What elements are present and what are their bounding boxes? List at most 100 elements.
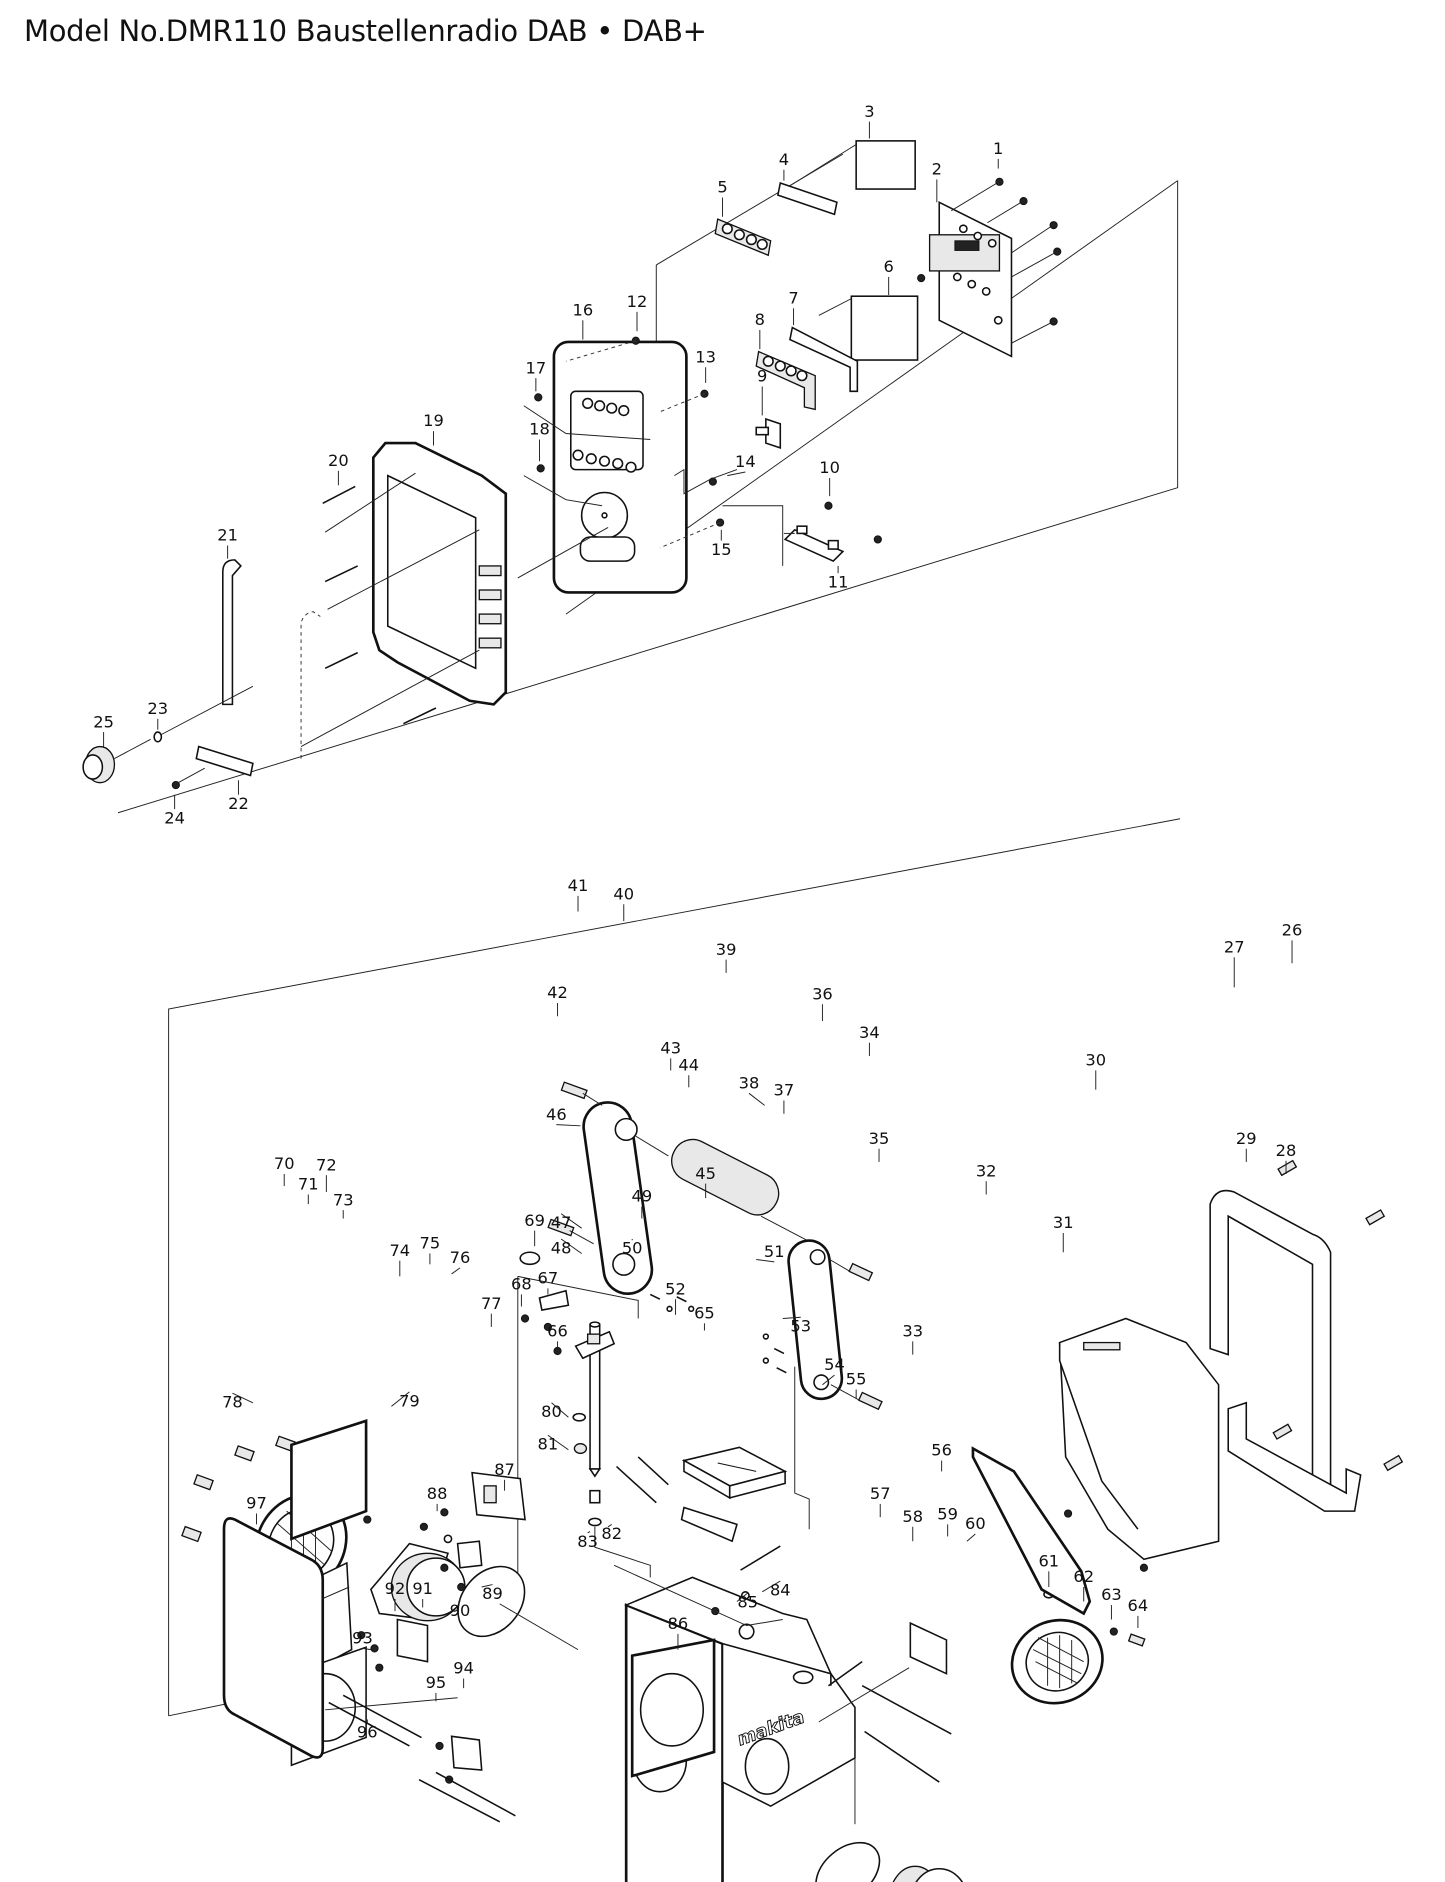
leader-line (727, 471, 746, 477)
part-number-label: 86 (668, 1614, 689, 1633)
callout-56-rod: 56 (931, 1441, 952, 1472)
callout-66-screw: 66 (547, 1322, 568, 1349)
callout-15-screw: 15 (711, 529, 732, 559)
part-97-gasket (222, 1517, 325, 1759)
callout-71-washer: 71 (298, 1175, 319, 1205)
part-number-label: 67 (538, 1269, 559, 1288)
part-number-label: 18 (529, 420, 550, 439)
part-number-label: 48 (551, 1238, 572, 1257)
part-number-label: 40 (613, 884, 634, 903)
parts-84-86 (613, 1564, 783, 1778)
part-56-rod (854, 1730, 940, 1825)
part-number-label: 69 (524, 1211, 545, 1230)
part-23-o-ring (153, 685, 254, 743)
part-number-label: 11 (828, 573, 849, 592)
leader-line (560, 1213, 582, 1229)
part-number-label: 12 (627, 292, 648, 311)
part-8-buttons (755, 350, 816, 411)
part-number-label: 2 (932, 160, 942, 179)
part-number-label: 68 (511, 1275, 532, 1294)
part-number-label: 20 (328, 451, 349, 470)
part-11-jack-board (722, 505, 845, 566)
callout-2-main-pcb: 2 (932, 160, 942, 203)
part-number-label: 84 (770, 1580, 791, 1599)
parts-61-64-grille (1010, 1589, 1146, 1705)
leader-line (748, 1092, 765, 1106)
callout-65-switch: 65 (694, 1303, 715, 1331)
callout-93-screw: 93 (352, 1629, 373, 1651)
callout-25-knob: 25 (93, 712, 114, 747)
callout-52-housing: 52 (665, 1279, 686, 1315)
part-number-label: 97 (246, 1494, 267, 1513)
callout-41-screw: 41 (568, 876, 588, 912)
callout-55-pin: 55 (846, 1370, 866, 1400)
callout-73-washer: 73 (333, 1190, 354, 1219)
parts-57-58-speaker (815, 1841, 964, 1882)
part-number-label: 33 (902, 1322, 923, 1341)
callout-24-screw: 24 (164, 794, 185, 828)
callout-42-screw: 42 (547, 983, 568, 1017)
callout-35-screw: 35 (869, 1129, 889, 1162)
callout-47-bushing: 47 (551, 1213, 582, 1232)
callout-labels: 1234567891011121314151617181920212223242… (93, 102, 1302, 1742)
callout-82-washer: 82 (601, 1524, 622, 1543)
part-number-label: 83 (577, 1532, 598, 1551)
callout-74-speaker: 74 (389, 1241, 410, 1277)
callout-75-screw: 75 (420, 1234, 441, 1265)
part-number-label: 79 (399, 1391, 420, 1410)
part-6-board (818, 295, 919, 361)
callout-1-screw: 1 (993, 139, 1003, 169)
part-number-label: 34 (859, 1023, 880, 1042)
callout-44-ball: 44 (678, 1055, 699, 1088)
part-number-label: 54 (824, 1355, 845, 1374)
callout-8-button-strip: 8 (755, 310, 765, 350)
part-number-label: 22 (228, 794, 249, 813)
part-number-label: 53 (790, 1317, 811, 1336)
part-number-label: 73 (333, 1190, 354, 1209)
callout-67-plate: 67 (538, 1269, 559, 1295)
part-number-label: 51 (764, 1242, 785, 1261)
part-number-label: 19 (423, 411, 444, 430)
part-3-board (782, 140, 916, 191)
part-77-gasket (457, 1565, 579, 1651)
part-number-label: 64 (1128, 1596, 1149, 1615)
callout-68-screw: 68 (511, 1275, 532, 1307)
leader-line (560, 1238, 582, 1254)
callout-89-terminal: 89 (481, 1584, 503, 1603)
part-number-label: 37 (774, 1081, 795, 1100)
callout-70-screw: 70 (274, 1154, 295, 1187)
callout-4-switch-board: 4 (779, 150, 789, 181)
callout-91-connector: 91 (412, 1579, 433, 1608)
callout-7-switch-board: 7 (788, 288, 799, 326)
parts-65-69 (519, 1251, 616, 1360)
callout-90-screw: 90 (450, 1599, 470, 1620)
callout-10-screw: 10 (819, 458, 840, 497)
handle-screws (547, 1081, 883, 1411)
part-9-rotary-switch (755, 417, 782, 450)
leader-line (391, 1391, 410, 1407)
callout-80-terminal: 80 (541, 1402, 569, 1421)
part-number-label: 14 (735, 452, 756, 471)
part-number-label: 70 (274, 1154, 295, 1173)
part-number-label: 47 (551, 1213, 572, 1232)
part-number-label: 31 (1053, 1213, 1074, 1232)
part-number-label: 82 (601, 1524, 622, 1543)
part-number-label: 61 (1038, 1552, 1059, 1571)
part-number-label: 89 (482, 1584, 503, 1603)
part-number-label: 1 (993, 139, 1003, 158)
part-number-label: 6 (883, 257, 893, 276)
part-number-label: 78 (222, 1393, 243, 1412)
part-number-label: 75 (420, 1234, 441, 1253)
callout-27-side-frame: 27 (1224, 937, 1245, 988)
part-46-antenna (588, 1321, 602, 1478)
part-96-cable-ties (328, 1694, 516, 1823)
callout-78-sheet: 78 (222, 1392, 254, 1412)
callout-85-screw: 85 (736, 1592, 758, 1611)
callout-18-screw: 18 (529, 420, 550, 462)
leader-line (782, 1316, 801, 1319)
callout-21-bar: 21 (217, 526, 238, 559)
leader-line (232, 1392, 254, 1404)
part-number-label: 63 (1101, 1585, 1122, 1604)
part-number-label: 36 (812, 984, 833, 1003)
leader-line (736, 1592, 749, 1602)
